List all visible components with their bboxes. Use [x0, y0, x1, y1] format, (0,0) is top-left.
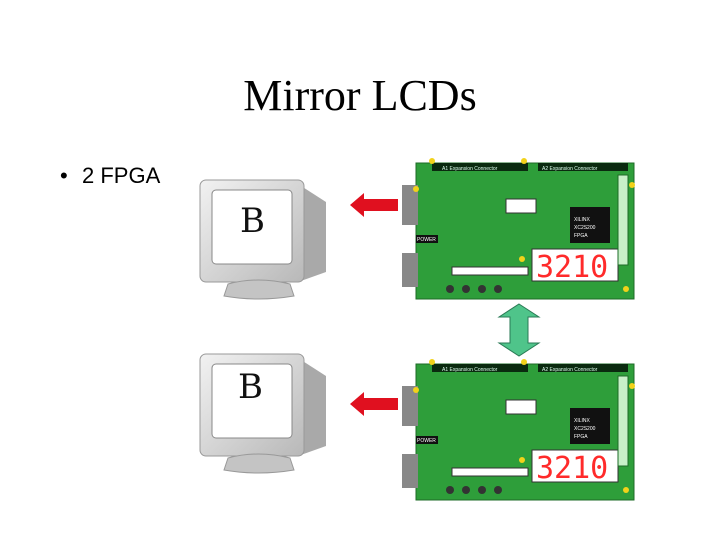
- left-arrow-icon: [350, 193, 400, 217]
- svg-text:POWER: POWER: [417, 438, 436, 444]
- svg-text:A2 Expansion Connector: A2 Expansion Connector: [542, 367, 598, 373]
- svg-text:A1 Expansion Connector: A1 Expansion Connector: [442, 166, 498, 172]
- slide-title: Mirror LCDs: [243, 71, 477, 120]
- svg-text:3210: 3210: [536, 451, 608, 486]
- bullet-text: 2 FPGA: [82, 163, 161, 188]
- fpga-board-icon: A1 Expansion Connector A2 Expansion Conn…: [402, 358, 642, 504]
- svg-text:XC2S200: XC2S200: [574, 225, 596, 231]
- svg-text:POWER: POWER: [417, 237, 436, 243]
- svg-text:XC2S200: XC2S200: [574, 426, 596, 432]
- svg-text:3210: 3210: [536, 250, 608, 285]
- monitor-letter: B: [240, 201, 265, 241]
- svg-text:FPGA: FPGA: [574, 434, 588, 440]
- crt-monitor-icon: B: [198, 172, 338, 302]
- svg-text:XILINX: XILINX: [574, 418, 591, 424]
- monitor-letter: B: [238, 367, 263, 407]
- crt-monitor-icon: B: [198, 346, 338, 476]
- svg-text:A1 Expansion Connector: A1 Expansion Connector: [442, 367, 498, 373]
- svg-text:A2 Expansion Connector: A2 Expansion Connector: [542, 166, 598, 172]
- vertical-double-arrow-icon: [497, 303, 541, 357]
- svg-text:FPGA: FPGA: [574, 233, 588, 239]
- left-arrow-icon: [350, 392, 400, 416]
- bullet-item: • 2 FPGA: [60, 163, 160, 189]
- svg-text:XILINX: XILINX: [574, 217, 591, 223]
- bullet-dot: •: [60, 163, 68, 188]
- fpga-board-icon: A1 Expansion Connector A2 Expansion Conn…: [402, 157, 642, 303]
